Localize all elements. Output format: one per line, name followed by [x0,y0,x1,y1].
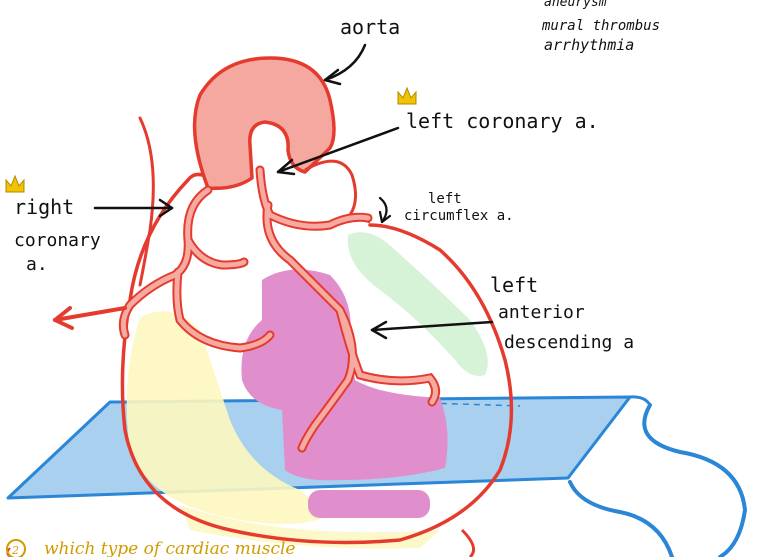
crown-icon-left-coronary [398,88,416,104]
label-right-coronary-2: coronary [14,230,101,251]
plane-right-edge [630,397,650,405]
label-aorta: aorta [340,15,400,39]
left-ventricle-lower-blob [308,490,430,518]
label-left-coronary: left coronary a. [406,109,599,133]
label-left-circumflex-2: circumflex a. [404,208,514,224]
note-mural-thrombus: mural thrombus [541,18,660,34]
arrow-red-left [55,308,125,328]
bottom-vessel [462,530,474,557]
right-blue-curve-2 [570,482,672,557]
vena-cava-line [140,118,153,285]
label-right-coronary-1: right [14,195,74,219]
question-text: which type of cardiac muscle [44,539,296,557]
label-lad-1: left [490,273,538,297]
left-lateral-region [348,232,488,376]
label-right-coronary-3: a. [26,254,48,275]
arrow-aorta [325,45,365,84]
arrow-left-circumflex [380,198,390,222]
label-lad-3: descending a [504,332,634,353]
question-number: 2 [11,544,19,557]
crown-icon-right-coronary [6,176,24,192]
note-aneurysm: aneurysm [544,0,607,10]
note-arrhythmia: arrhythmia [544,36,634,54]
label-lad-2: anterior [498,302,585,323]
label-left-circumflex-1: left [428,191,462,207]
